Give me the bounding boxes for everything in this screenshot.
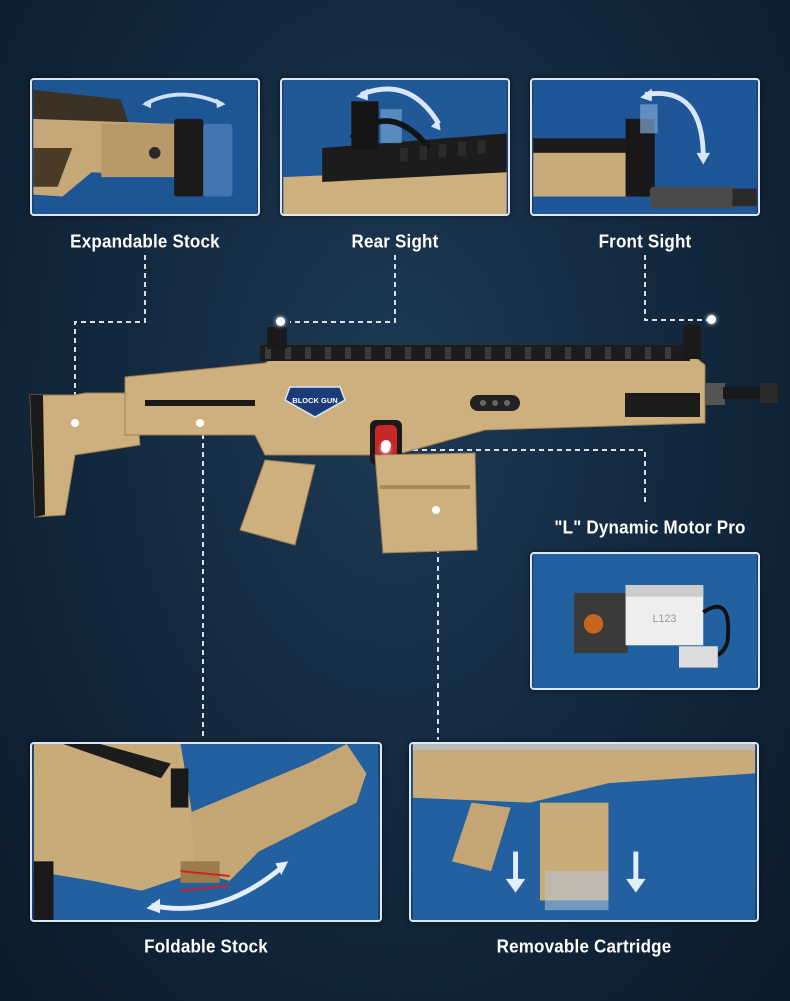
removable-cartridge-label: Removable Cartridge <box>496 936 672 957</box>
front-sight-connector <box>644 255 712 321</box>
motor-image: L123 <box>533 554 757 688</box>
block-gun-model: BLOCK GUN <box>29 325 778 554</box>
motor-print: L123 <box>653 613 677 625</box>
motor-connector <box>395 449 646 505</box>
front-sight-marker <box>707 315 716 324</box>
motor-panel: L123 <box>530 552 760 690</box>
removable-cartridge-image <box>412 744 756 920</box>
front-sight-label: Front Sight <box>598 231 692 252</box>
magazine <box>374 452 478 554</box>
block-gun-badge <box>284 386 346 418</box>
badge-text: BLOCK GUN <box>292 396 337 405</box>
pistol-grip <box>239 459 316 546</box>
foldable-stock-panel <box>30 742 382 922</box>
foldable-stock-image <box>33 744 379 920</box>
removable-cartridge-panel <box>409 742 759 922</box>
motor-label: "L" Dynamic Motor Pro <box>554 517 746 538</box>
rear-sight-connector <box>290 255 396 323</box>
foldable-stock-label: Foldable Stock <box>144 936 268 957</box>
front-sight-panel <box>530 78 760 216</box>
expandable-stock-label: Expandable Stock <box>70 231 220 252</box>
motor-marker <box>381 444 390 453</box>
front-sight-part <box>683 325 701 359</box>
expandable-stock-panel <box>30 78 260 216</box>
expandable-stock-connector <box>74 255 146 420</box>
rear-sight-marker <box>276 317 285 326</box>
rear-sight-panel <box>280 78 510 216</box>
rear-sight-part <box>267 327 287 349</box>
expandable-stock-image <box>33 80 257 214</box>
front-sight-image <box>533 80 757 214</box>
rear-sight-image <box>283 80 507 214</box>
rear-sight-label: Rear Sight <box>351 231 439 252</box>
